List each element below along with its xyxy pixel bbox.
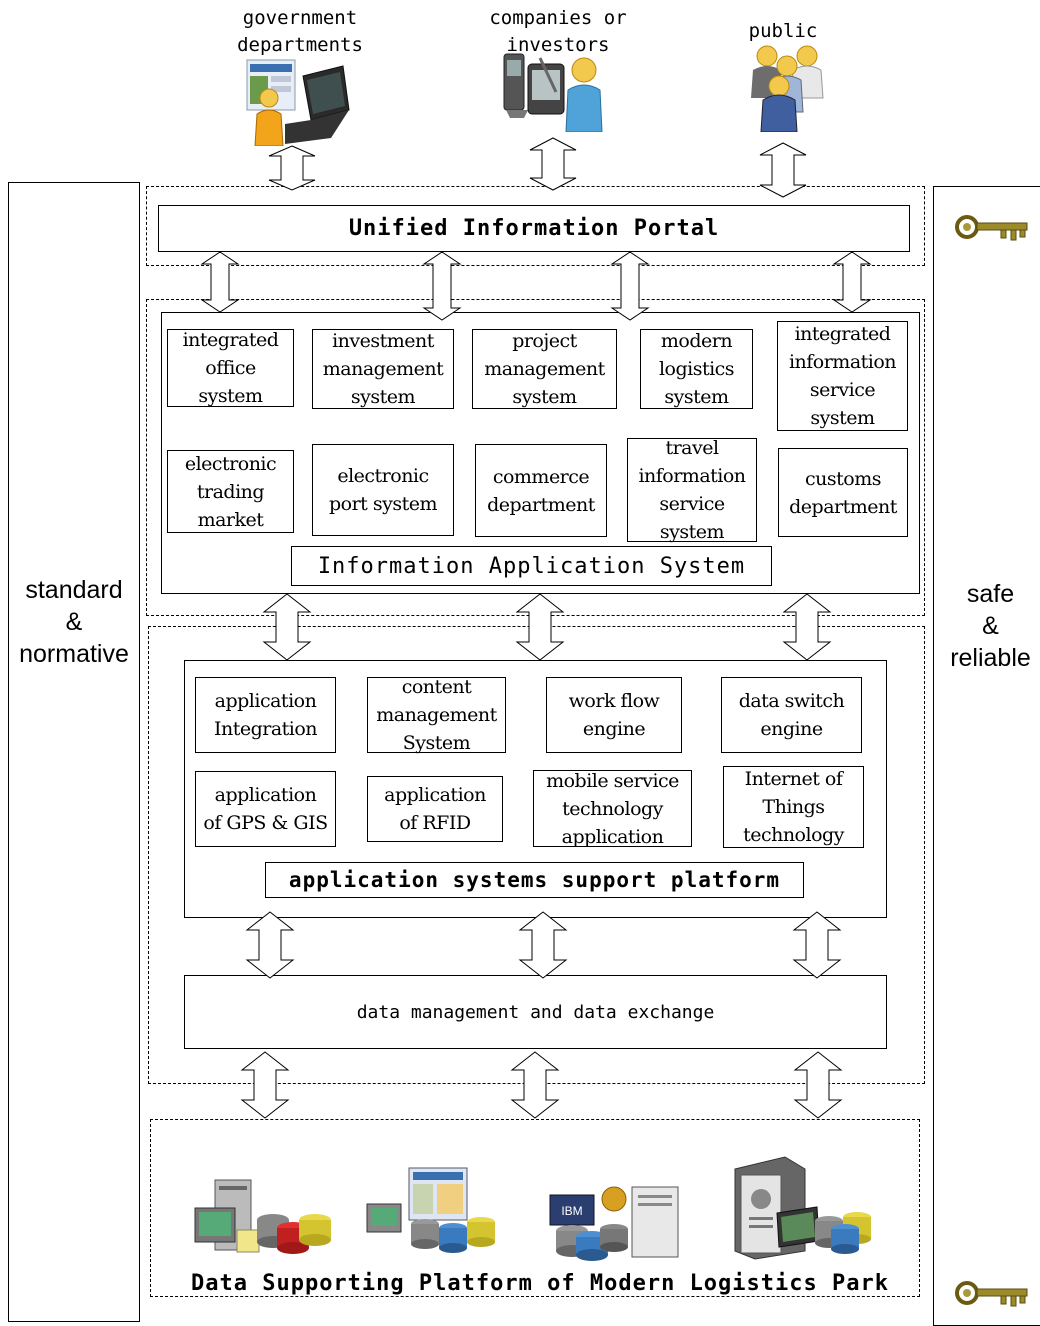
app-project-management-system: project management system <box>472 329 617 409</box>
side-label-standard: standard & normative <box>19 576 129 668</box>
data-platform-title-box: Data Supporting Platform of Modern Logis… <box>160 1266 920 1300</box>
data-management-box: data management and data exchange <box>184 975 887 1049</box>
actor-label-companies: companies or investors <box>489 7 627 56</box>
app-travel-information-service-system: travel information service system <box>627 437 757 543</box>
app-modern-logistics-system: modern logistics system <box>640 329 753 409</box>
person-devices-icon <box>503 53 603 132</box>
actor-label-public: public <box>748 20 818 42</box>
app-customs-department: customs department <box>778 448 908 537</box>
application-system-title-box: Information Application System <box>291 546 772 586</box>
double-arrow <box>759 142 807 198</box>
double-arrow <box>510 1051 560 1119</box>
app-electronic-trading-market: electronic trading market <box>167 450 294 533</box>
double-arrow <box>200 251 240 313</box>
actor-label-government: government departments <box>237 7 363 56</box>
data-platform-title: Data Supporting Platform of Modern Logis… <box>190 1270 889 1296</box>
support-platform-title: application systems support platform <box>288 868 781 892</box>
application-system-title: Information Application System <box>317 553 746 579</box>
ibm-server-database-icon: IBM <box>549 1186 679 1261</box>
data-management-title: data management and data exchange <box>356 1001 715 1023</box>
support-platform-title-box: application systems support platform <box>265 862 804 898</box>
app-electronic-port-system: electronic port system <box>312 444 454 536</box>
support-application-integration: application Integration <box>195 677 336 753</box>
portal-box: Unified Information Portal <box>158 205 910 252</box>
double-arrow <box>262 593 312 661</box>
mainframe-database-icon <box>734 1156 871 1260</box>
double-arrow <box>832 251 872 313</box>
data-platform-layer <box>150 1119 920 1297</box>
server-database-icon <box>194 1179 331 1254</box>
support-content-management-system: content management System <box>367 676 506 754</box>
double-arrow <box>515 593 565 661</box>
double-arrow <box>793 1051 843 1119</box>
portal-layer <box>146 186 925 266</box>
person-laptop-icon <box>246 59 350 146</box>
support-application-rfid: application of RFID <box>367 776 503 842</box>
svg-text:IBM: IBM <box>561 1204 582 1218</box>
support-work-flow-engine: work flow engine <box>546 677 682 753</box>
support-internet-of-things: Internet of Things technology <box>723 766 864 848</box>
support-application-gps-gis: application of GPS & GIS <box>195 771 336 847</box>
double-arrow <box>268 145 316 191</box>
double-arrow <box>245 911 295 979</box>
left-side-panel: standard & normative <box>8 182 140 1322</box>
workstation-database-icon <box>366 1167 495 1253</box>
double-arrow <box>792 911 842 979</box>
right-side-panel: safe & reliable <box>933 186 1040 1326</box>
people-group-icon <box>751 45 824 132</box>
key-icon <box>955 1281 1028 1307</box>
double-arrow <box>240 1051 290 1119</box>
double-arrow <box>422 251 462 321</box>
portal-title: Unified Information Portal <box>348 216 720 241</box>
app-commerce-department: commerce department <box>475 444 607 537</box>
double-arrow <box>610 251 650 321</box>
double-arrow <box>518 911 568 979</box>
app-investment-management-system: investment management system <box>312 329 454 409</box>
support-data-switch-engine: data switch engine <box>721 677 862 753</box>
key-icon <box>955 215 1028 241</box>
side-label-safe: safe & reliable <box>950 580 1031 672</box>
app-integrated-information-service-system: integrated information service system <box>777 321 908 431</box>
double-arrow <box>529 137 577 191</box>
double-arrow <box>782 593 832 661</box>
support-mobile-service-technology: mobile service technology application <box>533 770 692 848</box>
app-integrated-office-system: integrated office system <box>167 329 294 407</box>
